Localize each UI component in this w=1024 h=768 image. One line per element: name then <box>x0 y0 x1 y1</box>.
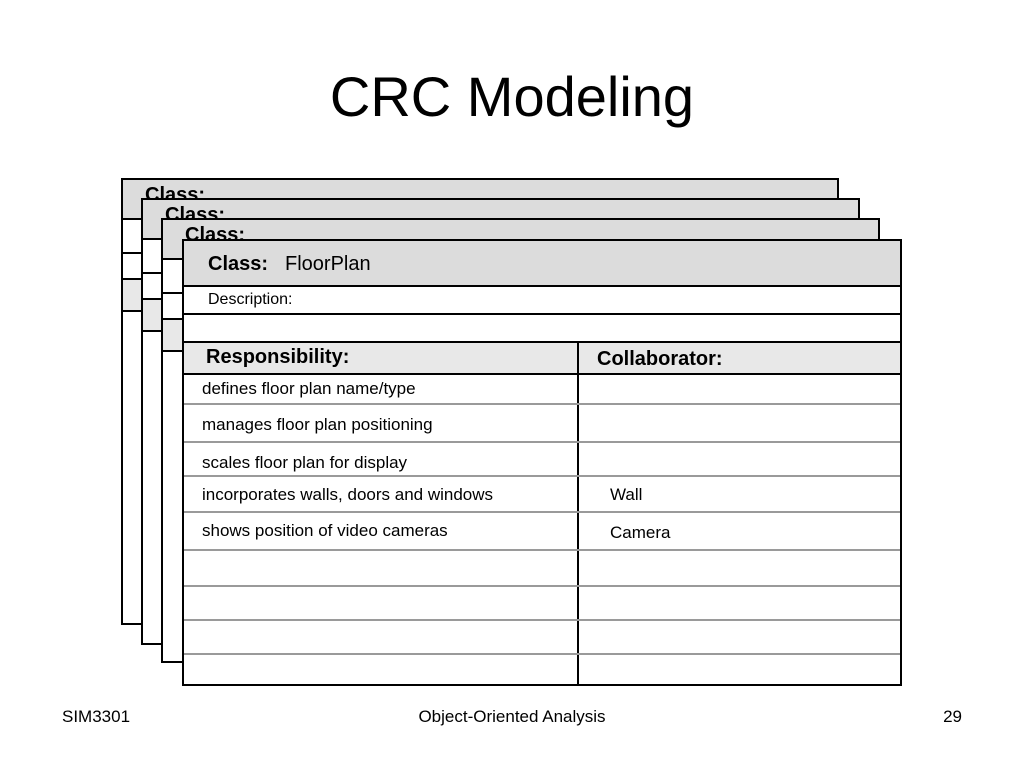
responsibility-item: shows position of video cameras <box>202 521 448 540</box>
responsibility-item: defines floor plan name/type <box>202 379 416 398</box>
row-line <box>184 585 900 587</box>
responsibility-item: scales floor plan for display <box>202 453 408 472</box>
card-header: Class: FloorPlan <box>184 241 900 287</box>
collaborator-item: Camera <box>610 523 671 542</box>
responsibility-item: manages floor plan positioning <box>202 415 433 434</box>
footer-course-code: SIM3301 <box>62 707 131 726</box>
responsibility-header: Responsibility: <box>206 346 350 368</box>
row-line <box>184 441 900 443</box>
responsibility-item: incorporates walls, doors and windows <box>202 485 494 504</box>
slide-number: 29 <box>943 707 962 726</box>
slide-title: CRC Modeling <box>329 65 695 128</box>
crc-card-floorplan: Class: FloorPlan Description: Responsibi… <box>182 239 902 686</box>
class-name: FloorPlan <box>285 253 371 275</box>
collaborator-item: Wall <box>610 485 643 504</box>
collaborator-header: Collaborator: <box>597 348 723 370</box>
class-label: Class: <box>208 253 269 275</box>
column-header-band: Responsibility: Collaborator: <box>184 341 900 375</box>
row-line <box>184 619 900 621</box>
row-line <box>184 403 900 405</box>
description-divider <box>184 313 900 315</box>
row-line <box>184 549 900 551</box>
description-label: Description: <box>208 291 293 308</box>
row-line <box>184 475 900 477</box>
row-line <box>184 653 900 655</box>
footer-course-title: Object-Oriented Analysis <box>418 707 606 726</box>
row-line <box>184 511 900 513</box>
